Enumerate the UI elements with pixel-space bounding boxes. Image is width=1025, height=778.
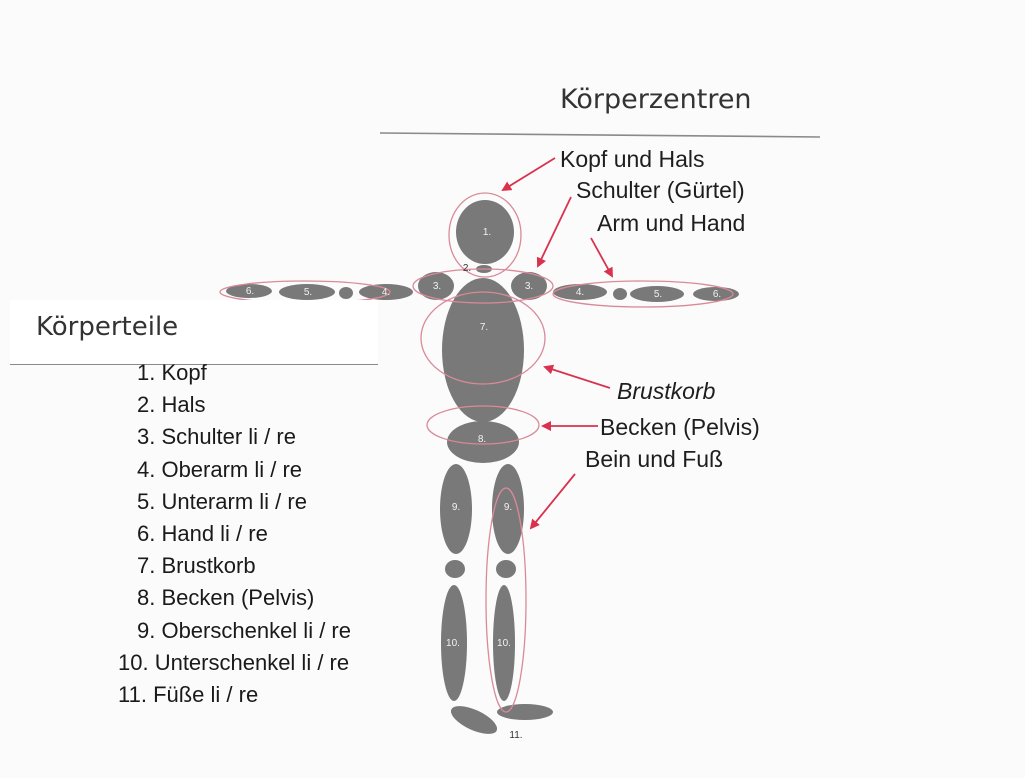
num-hand-left: 6.	[246, 286, 254, 297]
elbow-left-segment	[339, 287, 353, 299]
num-neck: 2.	[463, 263, 471, 274]
list-item: 3. Schulter li / re	[118, 421, 351, 453]
arrow-leg	[531, 474, 575, 528]
ribcage-segment	[442, 278, 524, 422]
center-label-head-neck: Kopf und Hals	[560, 146, 704, 173]
num-thigh-right: 9.	[504, 502, 512, 513]
num-forearm-left: 5.	[304, 287, 312, 298]
num-shin-right: 10.	[497, 638, 511, 649]
list-item: 7. Brustkorb	[118, 550, 351, 582]
list-item: 11. Füße li / re	[118, 679, 351, 711]
center-label-arm-hand: Arm und Hand	[597, 210, 745, 237]
num-shin-left: 10.	[446, 638, 460, 649]
list-item: 1. Kopf	[118, 357, 351, 389]
knee-right-segment	[496, 560, 516, 578]
num-upper-arm-right: 4.	[576, 287, 584, 298]
num-hand-right: 6.	[713, 289, 721, 300]
arrow-ribcage	[545, 367, 610, 388]
list-item: 4. Oberarm li / re	[118, 454, 351, 486]
centers-title: Körperzentren	[560, 84, 752, 115]
list-item: 10. Unterschenkel li / re	[118, 647, 351, 679]
center-label-ribcage: Brustkorb	[617, 378, 715, 405]
num-upper-arm-left: 4.	[382, 287, 390, 298]
parts-title: Körperteile	[36, 312, 178, 342]
centers-title-underline	[380, 133, 820, 137]
num-pelvis: 8.	[478, 434, 486, 445]
center-label-shoulder: Schulter (Gürtel)	[576, 177, 745, 204]
num-shoulder-left: 3.	[433, 281, 441, 292]
center-label-leg-foot: Bein und Fuß	[585, 446, 723, 473]
elbow-right-segment	[613, 288, 627, 300]
num-head: 1.	[483, 227, 491, 238]
list-item: 9. Oberschenkel li / re	[118, 615, 351, 647]
num-foot: 11.	[509, 730, 522, 741]
foot-left-segment	[447, 700, 501, 739]
num-ribcage: 7.	[480, 322, 488, 333]
arrow-arm	[591, 238, 612, 276]
num-forearm-right: 5.	[654, 289, 662, 300]
num-thigh-left: 9.	[452, 502, 460, 513]
arrow-shoulder	[538, 197, 571, 266]
list-item: 8. Becken (Pelvis)	[118, 582, 351, 614]
num-shoulder-right: 3.	[525, 281, 533, 292]
parts-list: 1. Kopf 2. Hals 3. Schulter li / re 4. O…	[118, 357, 351, 711]
arrow-head-neck	[503, 158, 555, 190]
knee-left-segment	[445, 560, 465, 578]
center-label-pelvis: Becken (Pelvis)	[600, 414, 760, 441]
list-item: 2. Hals	[118, 389, 351, 421]
list-item: 5. Unterarm li / re	[118, 486, 351, 518]
list-item: 6. Hand li / re	[118, 518, 351, 550]
